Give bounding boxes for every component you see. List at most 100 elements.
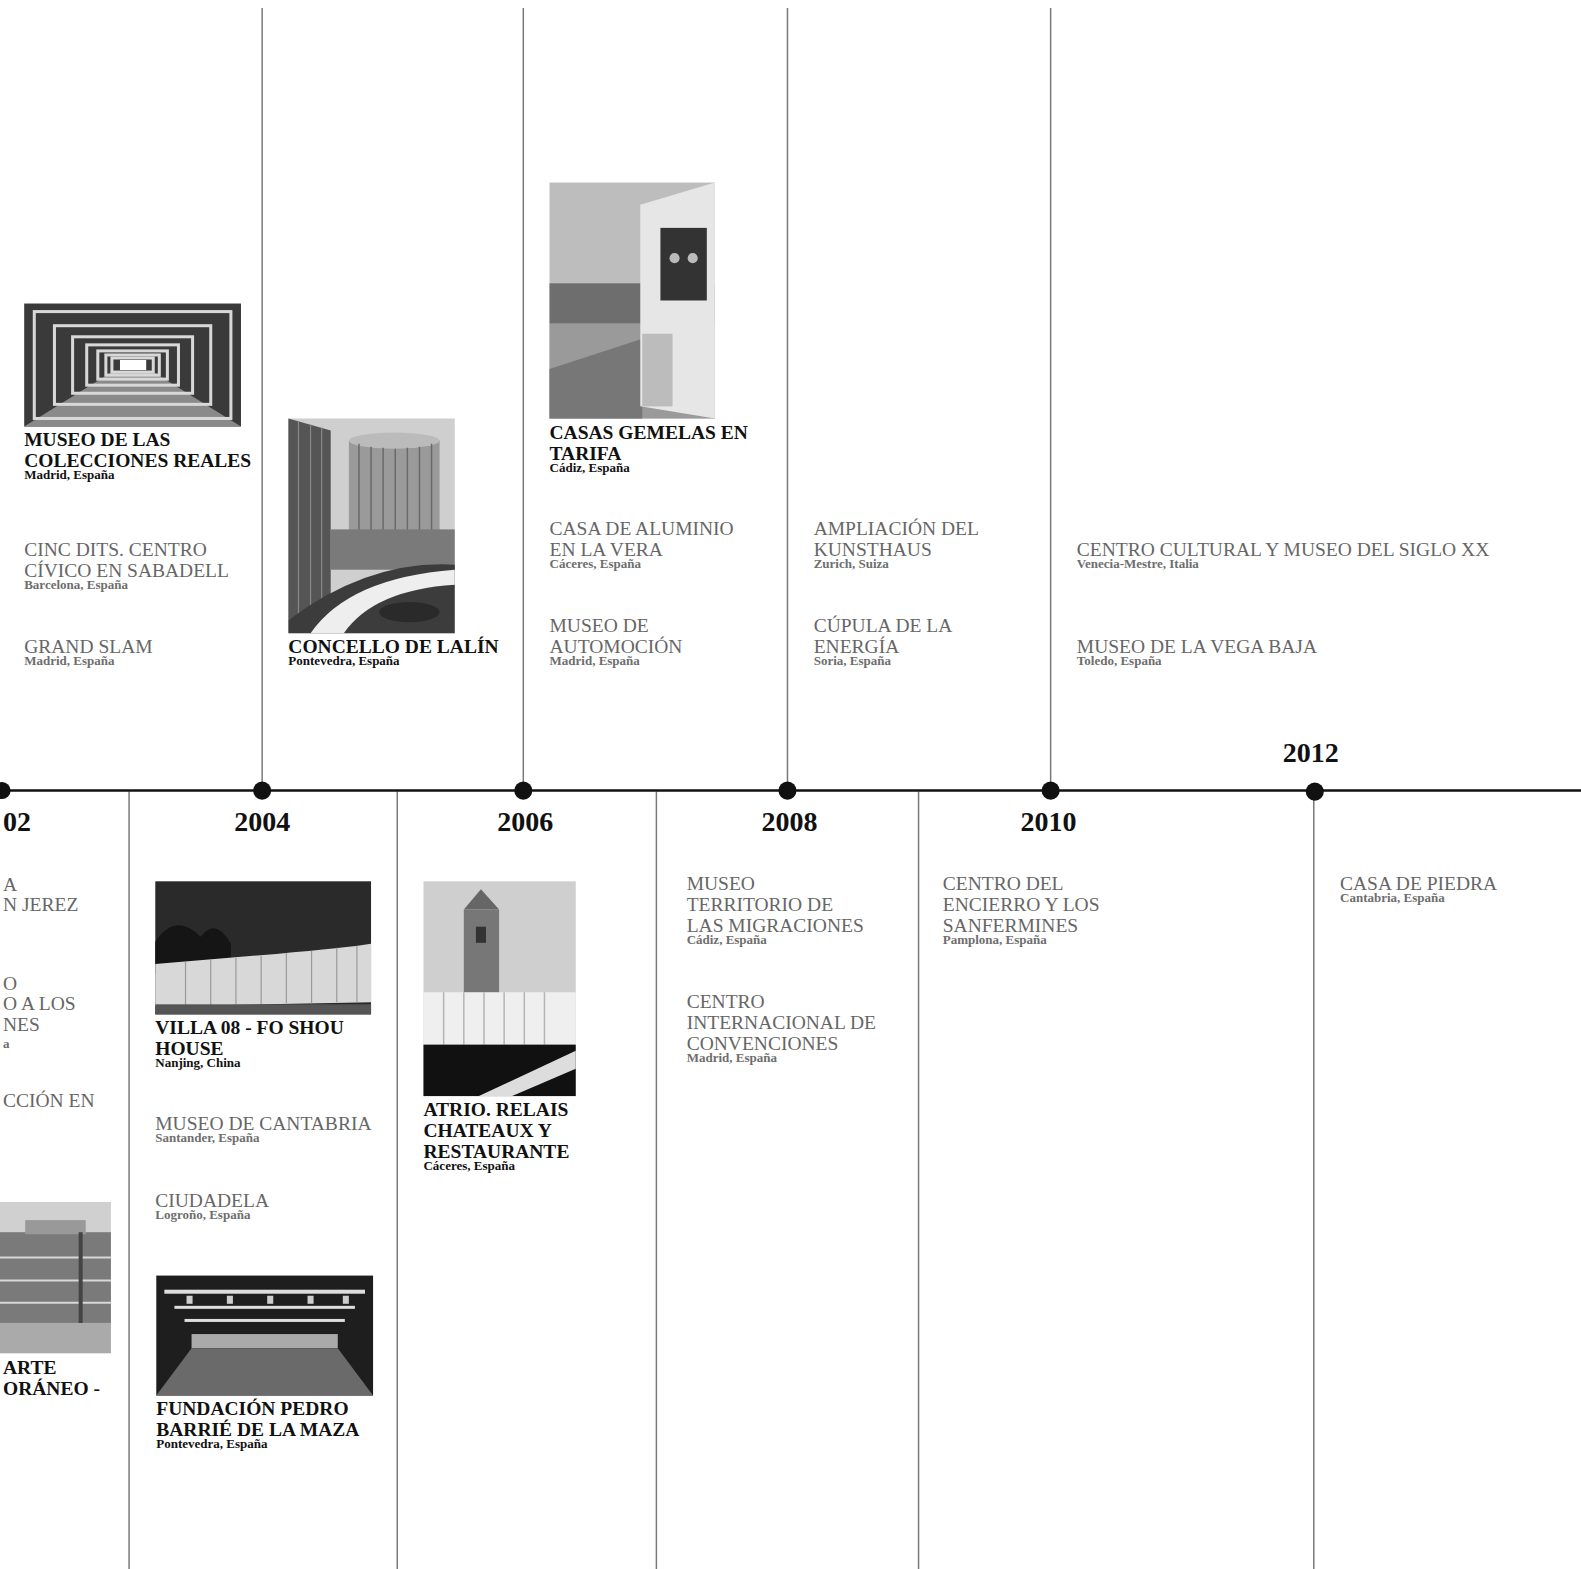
- project-photo: [336, 948, 337, 1002]
- project-title: CENTRO INTERNACIONAL DE CONVENCIONES: [687, 991, 887, 1054]
- project-location: Logroño, España: [155, 1208, 250, 1222]
- project-photo: [87, 345, 179, 385]
- project-photo: [25, 1220, 85, 1234]
- project-photo: [298, 421, 299, 616]
- project-photo: [331, 529, 455, 569]
- project-photo: [155, 1004, 371, 1014]
- project-title: MUSEO DE LAS COLECCIONES REALES: [24, 429, 256, 471]
- timeline-dot: [1042, 781, 1060, 799]
- project-photo: [0, 1323, 111, 1353]
- project-photo: [298, 421, 321, 616]
- project-photo: [550, 339, 643, 419]
- project-photo: [423, 881, 575, 1096]
- project-photo: [479, 1051, 576, 1096]
- project-photo: [0, 1202, 111, 1353]
- project-photo: [343, 1296, 349, 1304]
- project-photo: [444, 992, 545, 1044]
- project-photo: [311, 951, 312, 1003]
- project-photo: [443, 992, 445, 1044]
- project-photo: [321, 428, 322, 606]
- project-photo: [349, 433, 440, 449]
- project-location: Cáceres, España: [550, 557, 641, 571]
- project-photo: [187, 1296, 193, 1304]
- project-photo: [164, 1290, 365, 1322]
- year-label: 2012: [1283, 737, 1339, 769]
- cropped-text: ARTE: [3, 1357, 57, 1378]
- project-photo: [0, 1202, 111, 1353]
- project-photo: [0, 1280, 111, 1282]
- divider-line: [261, 8, 263, 789]
- year-label: 2008: [761, 806, 817, 838]
- timeline-dot: [0, 781, 1324, 800]
- project-photo: [120, 360, 146, 370]
- timeline-dot: [514, 781, 532, 799]
- divider-line: [128, 792, 130, 1569]
- cropped-text: ORÁNEO -: [3, 1378, 100, 1399]
- project-photo: [524, 992, 526, 1044]
- project-photo: [164, 1290, 365, 1294]
- project-location: Madrid, España: [687, 1051, 777, 1065]
- project-photo: [379, 602, 439, 622]
- project-photo: [423, 1045, 575, 1096]
- project-photo: [288, 564, 454, 633]
- project-photo: [660, 228, 706, 301]
- project-photo: [24, 304, 241, 427]
- project-photo: [106, 355, 159, 375]
- project-title: AMPLIACIÓN DEL KUNSTHAUS: [814, 518, 1019, 560]
- year-label: 02: [3, 806, 31, 838]
- project-title: FUNDACIÓN PEDRO BARRIÉ DE LA MAZA: [156, 1398, 371, 1440]
- timeline-dot: [253, 781, 271, 799]
- timeline-dot: [778, 781, 796, 799]
- timeline-dot: [1306, 782, 1324, 800]
- project-photo: [483, 992, 485, 1044]
- project-title: VILLA 08 - FO SHOU HOUSE: [155, 1017, 370, 1059]
- project-photo: [503, 992, 505, 1044]
- project-photo: [464, 910, 499, 1003]
- project-title: CINC DITS. CENTRO CÍVICO EN SABADELL: [24, 539, 256, 581]
- project-photo: [0, 1256, 111, 1258]
- project-photo: [670, 253, 680, 263]
- divider-line: [397, 792, 399, 1569]
- project-photo: [423, 992, 575, 1044]
- divider-line: [656, 792, 658, 1569]
- project-location: Toledo, España: [1077, 654, 1162, 668]
- project-title: MUSEO TERRITORIO DE LAS MIGRACIONES: [687, 873, 870, 936]
- project-location: Cádiz, España: [550, 461, 630, 475]
- project-location: Venecia-Mestre, Italia: [1077, 557, 1199, 571]
- year-label: 2010: [1021, 806, 1077, 838]
- project-photo: [356, 946, 357, 1002]
- project-location: Pontevedra, España: [156, 1437, 267, 1451]
- project-photo: [174, 1306, 354, 1309]
- project-photo: [288, 418, 454, 633]
- project-photo: [423, 881, 575, 1096]
- project-photo: [112, 358, 153, 372]
- divider-line: [129, 8, 1314, 1569]
- cropped-text: O A LOS: [3, 993, 76, 1014]
- cropped-text: CCIÓN EN: [3, 1090, 95, 1111]
- cropped-text: a: [3, 1037, 10, 1051]
- project-title: CENTRO DEL ENCIERRO Y LOS SANFERMINES: [943, 873, 1118, 936]
- project-location: Cantabria, España: [1340, 891, 1445, 905]
- project-photo: [34, 312, 231, 419]
- project-photo: [544, 992, 546, 1044]
- project-location: Madrid, España: [24, 654, 114, 668]
- project-photo: [79, 1232, 83, 1323]
- project-photo: [156, 1276, 373, 1396]
- project-photo: [155, 881, 371, 1014]
- project-title: MUSEO DE AUTOMOCIÓN: [550, 615, 755, 657]
- project-title: ATRIO. RELAIS CHATEAUX Y RESTAURANTE: [423, 1099, 588, 1162]
- project-photo: [24, 304, 241, 427]
- project-location: Santander, España: [155, 1131, 259, 1145]
- project-photo: [288, 418, 454, 633]
- project-photo: [98, 351, 168, 379]
- cropped-text: N JEREZ: [3, 894, 78, 915]
- project-photo: [0, 1232, 111, 1323]
- project-location: Cáceres, España: [423, 1159, 514, 1173]
- project-photo: [267, 1296, 273, 1304]
- project-photo: [155, 944, 371, 1007]
- project-photo: [642, 334, 672, 407]
- divider-line: [1050, 8, 1052, 789]
- project-photo: [286, 953, 287, 1003]
- project-photo: [0, 1257, 111, 1302]
